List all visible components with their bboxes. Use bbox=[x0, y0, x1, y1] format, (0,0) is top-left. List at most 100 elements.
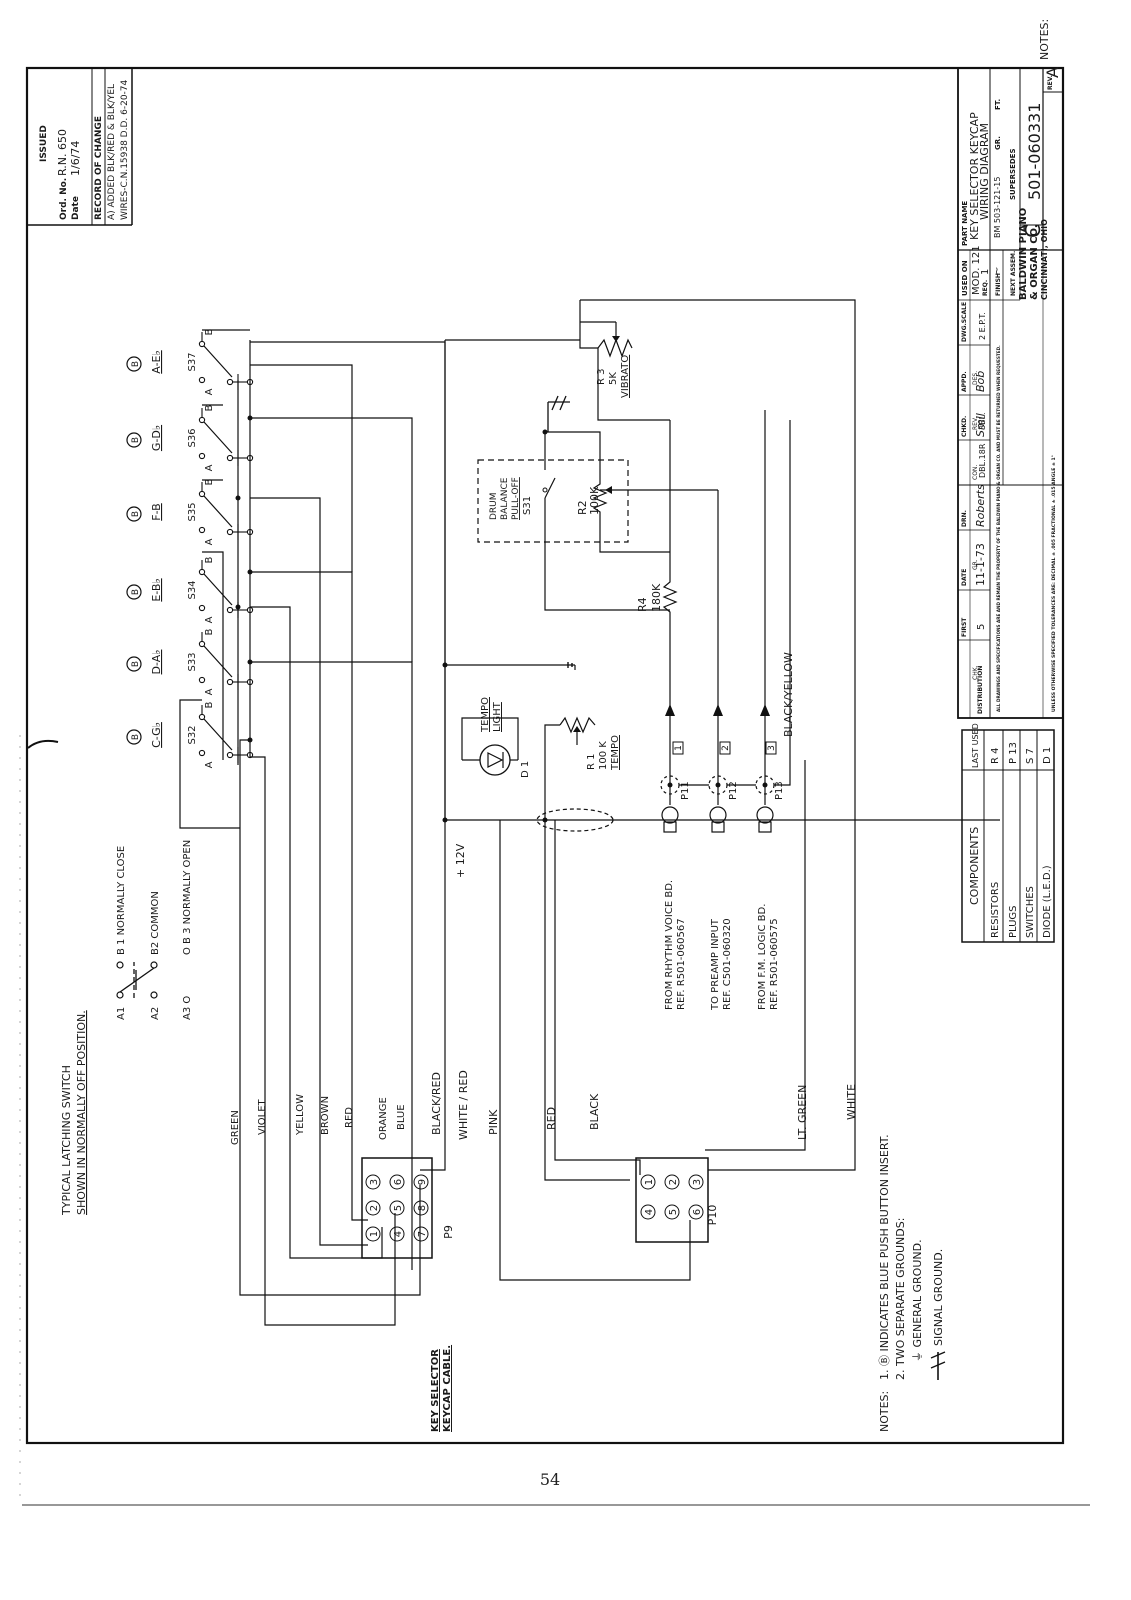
switch-name: S34 bbox=[187, 580, 198, 599]
used-on: MOD. 121 bbox=[971, 245, 982, 295]
r1-function: TEMPO bbox=[610, 735, 621, 771]
rev-label: REV. bbox=[1047, 75, 1054, 90]
arrow-icon bbox=[760, 704, 770, 716]
r2-value: 100K bbox=[588, 486, 601, 515]
general-ground-icon bbox=[567, 662, 576, 670]
p9-pin: 1 bbox=[369, 1231, 380, 1237]
terminal-b: B bbox=[204, 404, 215, 411]
p10-pin: 5 bbox=[668, 1209, 679, 1215]
finish-value: ~ bbox=[992, 267, 1003, 275]
plug-p13: P13 3 FROM F.M. LOGIC BD. REF. R501-0605… bbox=[756, 741, 785, 1010]
plug-source-1: TO PREAMP INPUT bbox=[710, 918, 721, 1011]
plug-source-2: REF. R501-060575 bbox=[769, 918, 780, 1010]
switch-s37: A-E♭ S37 B A B bbox=[126, 328, 254, 395]
s31-label: S31 bbox=[522, 496, 533, 515]
p9-label: P9 bbox=[442, 1225, 455, 1239]
wire-label-violet: VIOLET bbox=[257, 1098, 268, 1135]
r3-name: R 3 bbox=[596, 369, 607, 386]
component-row-last: R 4 bbox=[990, 748, 1001, 765]
switch-s32: C-G♭ S32 B A B bbox=[126, 701, 254, 768]
wire-label-red-p10: RED bbox=[545, 1107, 558, 1130]
next-assem-label: NEXT ASSEM. bbox=[1010, 251, 1017, 296]
p10-pin: 4 bbox=[644, 1209, 655, 1215]
chkd-label: CHKD. bbox=[961, 416, 968, 437]
p9-pin: 2 bbox=[369, 1205, 380, 1211]
switch-key-label: D-A♭ bbox=[150, 650, 163, 675]
plug-flag: 1 bbox=[674, 745, 684, 751]
date-value: 1/6/74 bbox=[69, 141, 82, 176]
appd-label: APPD. bbox=[961, 371, 968, 392]
component-row-label: RESISTORS bbox=[990, 882, 1001, 938]
connector-p9: 3 6 9 2 5 8 1 4 7 P9 bbox=[361, 1157, 455, 1259]
proprietary-notice: ALL DRAWINGS AND SPECIFICATIONS ARE AND … bbox=[996, 345, 1001, 712]
shielded-cable bbox=[536, 808, 614, 832]
drawing-size: C bbox=[1021, 224, 1045, 238]
plug-flag: 2 bbox=[721, 745, 731, 751]
notes: NOTES: bbox=[1038, 19, 1051, 60]
title-block: PART NAME KEY SELECTOR KEYCAP WIRING DIA… bbox=[957, 67, 1064, 719]
switch-name: S36 bbox=[187, 428, 198, 447]
component-row-last: P 13 bbox=[1008, 742, 1019, 764]
drum-label-3: PULL-OFF bbox=[511, 477, 521, 520]
blue-button-marker bbox=[126, 584, 142, 600]
legend-a3: A3 O bbox=[182, 996, 193, 1020]
blue-button-letter: B bbox=[131, 361, 141, 367]
p10-pin: 2 bbox=[668, 1179, 679, 1185]
component-row-label: SWITCHES bbox=[1025, 886, 1036, 938]
req-value: 1 bbox=[980, 269, 991, 275]
led-name: D 1 bbox=[520, 761, 531, 778]
finish-label: FINISH bbox=[995, 273, 1002, 296]
p10-label: P10 bbox=[706, 1205, 719, 1226]
r4-value: 180K bbox=[650, 583, 663, 612]
p9-pin: 3 bbox=[369, 1179, 380, 1185]
date-value: 11-1-73 bbox=[974, 543, 987, 586]
wire-label-red: RED bbox=[344, 1107, 355, 1128]
wire-label-yellow: YELLOW bbox=[295, 1094, 306, 1136]
p10-wire-runs bbox=[444, 340, 1000, 1281]
drn-value: Roberts bbox=[974, 484, 987, 527]
company-2: & ORGAN CO. bbox=[1029, 224, 1040, 300]
r2-name: R2 bbox=[576, 500, 589, 515]
note-2a: ⏚ GENERAL GROUND. bbox=[911, 1239, 924, 1362]
switch-key-label: E-B♭ bbox=[150, 578, 163, 601]
plug-name: P12 bbox=[728, 781, 739, 800]
ord-value: R.N. 650 bbox=[56, 129, 69, 176]
plug-source-1: FROM RHYTHM VOICE BD. bbox=[664, 880, 675, 1010]
note-2b: SIGNAL GROUND. bbox=[932, 1249, 945, 1346]
wire-label-pink: PINK bbox=[487, 1109, 500, 1135]
plug-p12: P12 2 TO PREAMP INPUT REF. C501-060320 bbox=[709, 741, 739, 1011]
note-2: 2. TWO SEPARATE GROUNDS: bbox=[894, 1218, 907, 1380]
appd-value: Bob bbox=[974, 371, 987, 392]
wire-label-black-yellow: BLACK/YELLOW bbox=[782, 652, 795, 737]
next-assem: BM 503-121-15 bbox=[993, 177, 1002, 238]
component-row-last: D 1 bbox=[1042, 747, 1053, 764]
legend-b3: O B 3 NORMALLY OPEN bbox=[182, 840, 193, 955]
wire-label-white-p10: WHITE bbox=[845, 1084, 858, 1120]
first-value: 5 bbox=[976, 624, 987, 630]
ord-label: Ord. No. bbox=[59, 178, 69, 220]
plug-flag: 3 bbox=[767, 745, 777, 751]
connector-p10: 1 2 3 4 5 6 P10 bbox=[635, 1157, 719, 1243]
terminal-b: B bbox=[204, 478, 215, 485]
p9-pin: 5 bbox=[393, 1205, 404, 1211]
distribution-label: DISTRIBUTION bbox=[977, 666, 984, 714]
page-mark bbox=[27, 739, 59, 749]
components-last-used: LAST USED bbox=[971, 723, 980, 768]
rev-cell: 3BL. bbox=[978, 412, 987, 430]
switch-key-label: C-G♭ bbox=[150, 722, 163, 748]
switch-s34: E-B♭ S34 B A B bbox=[126, 556, 254, 623]
gr-label: GR. bbox=[994, 136, 1002, 150]
legend-b2: B2 COMMON bbox=[150, 891, 161, 955]
col-label: DES. bbox=[972, 371, 979, 385]
switch-name: S33 bbox=[187, 652, 198, 671]
blue-button-marker bbox=[126, 729, 142, 745]
legend-caption-2: SHOWN IN NORMALLY OFF POSITION. bbox=[75, 1010, 88, 1215]
blue-button-marker bbox=[126, 432, 142, 448]
terminal-b: B bbox=[204, 628, 215, 635]
p10-pin: 6 bbox=[692, 1209, 703, 1215]
legend-a1: A1 bbox=[116, 1007, 127, 1020]
plug-source-2: REF. C501-060320 bbox=[722, 918, 733, 1010]
issued-label: ISSUED bbox=[39, 125, 49, 162]
drn-label: DRN. bbox=[961, 510, 968, 527]
